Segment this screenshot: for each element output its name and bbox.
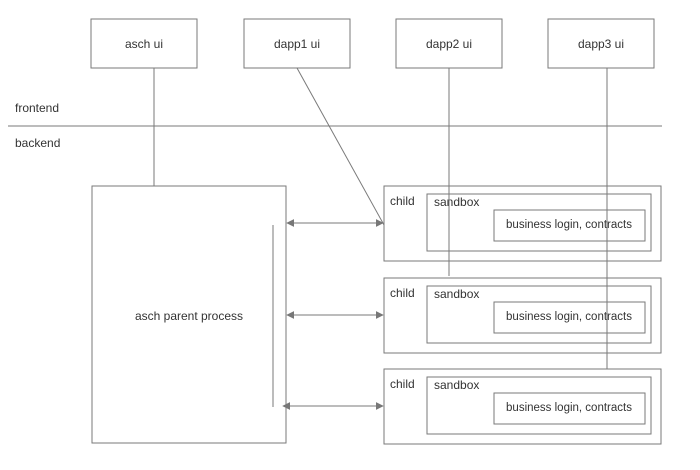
child-process-2: child sandbox business login, contracts — [383, 277, 662, 354]
parent-process-box: asch parent process — [91, 185, 287, 444]
child-label: child — [390, 377, 415, 391]
child-label: child — [390, 194, 415, 208]
business-logic-label: business login, contracts — [506, 219, 632, 231]
backend-label: backend — [15, 136, 60, 150]
business-logic-box — [493, 392, 646, 425]
ui-node-label: dapp1 ui — [274, 37, 320, 51]
business-logic-box — [493, 301, 646, 334]
business-logic-label: business login, contracts — [506, 402, 632, 414]
dapp1-ui-connector — [296, 67, 385, 226]
parent-process-label: asch parent process — [135, 309, 243, 323]
ui-node-label: asch ui — [125, 37, 163, 51]
sandbox-label: sandbox — [434, 378, 479, 392]
child-label: child — [390, 286, 415, 300]
ui-node-label: dapp2 ui — [426, 37, 472, 51]
sandbox-label: sandbox — [434, 195, 479, 209]
frontend-label: frontend — [15, 101, 59, 115]
ui-node-dapp1: dapp1 ui — [243, 18, 351, 69]
child-process-1: child sandbox business login, contracts — [383, 185, 662, 262]
ui-node-label: dapp3 ui — [578, 37, 624, 51]
child-process-3: child sandbox business login, contracts — [383, 368, 662, 445]
ui-node-asch: asch ui — [90, 18, 198, 69]
business-logic-label: business login, contracts — [506, 311, 632, 323]
ui-node-dapp2: dapp2 ui — [395, 18, 503, 69]
business-logic-box — [493, 209, 646, 242]
sandbox-label: sandbox — [434, 287, 479, 301]
ui-node-dapp3: dapp3 ui — [547, 18, 655, 69]
